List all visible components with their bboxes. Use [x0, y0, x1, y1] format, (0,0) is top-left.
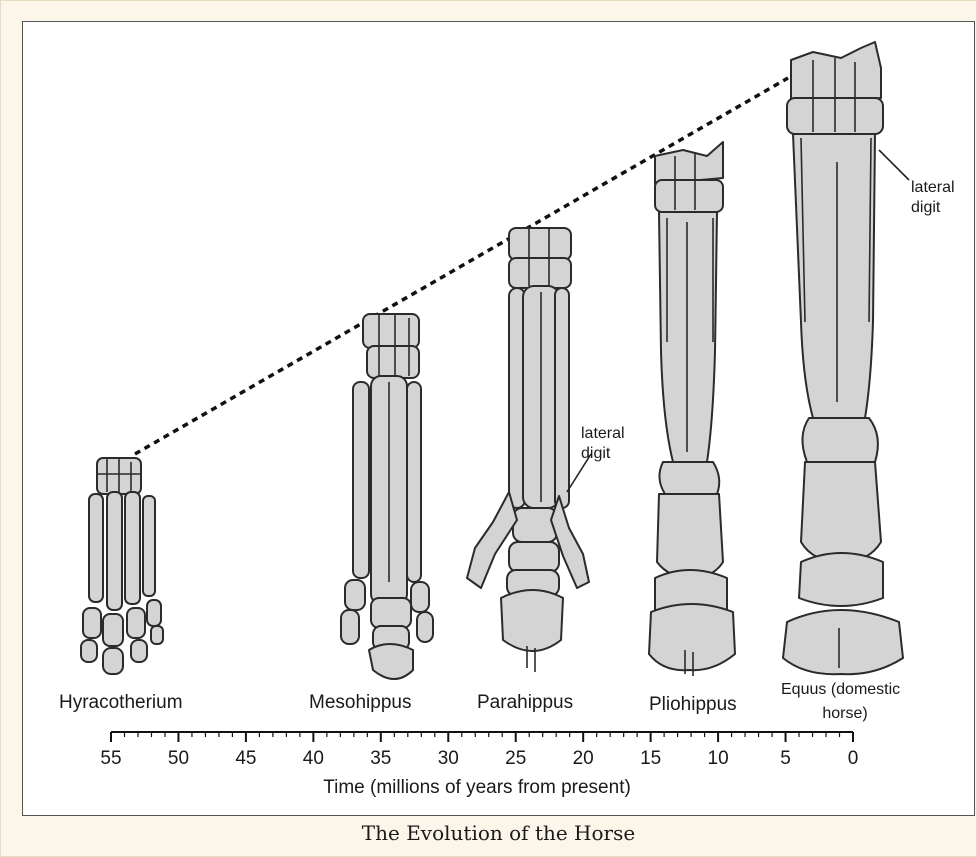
mesohippus-foot [341, 314, 433, 679]
timeline-axis: 5550454035302520151050 [100, 732, 858, 769]
parahippus-foot [467, 228, 589, 672]
species-label-mesohippus: Mesohippus [309, 692, 411, 713]
pliohippus-foot [649, 142, 735, 676]
hyracotherium-foot [81, 458, 163, 674]
timeline-tick-label: 55 [100, 748, 121, 769]
timeline-axis-label: Time (millions of years from present) [323, 777, 631, 798]
timeline-tick-label: 40 [303, 748, 324, 769]
timeline-tick-label: 25 [505, 748, 526, 769]
species-label-equus-line2: horse) [822, 705, 867, 722]
equus-foot [783, 42, 903, 674]
lateral-digit-label-2b: digit [911, 199, 941, 216]
horse-evolution-diagram: lateral digit lateral digit Hyracotheriu… [23, 22, 974, 815]
figure-caption: The Evolution of the Horse [22, 821, 975, 845]
timeline-tick-label: 10 [708, 748, 729, 769]
figure-image: lateral digit lateral digit Hyracotheriu… [22, 21, 975, 816]
lateral-digit-label-1: lateral [581, 425, 625, 442]
species-label-pliohippus: Pliohippus [649, 694, 737, 715]
timeline-tick-label: 20 [573, 748, 594, 769]
timeline-tick-label: 50 [168, 748, 189, 769]
lateral-digit-label-1b: digit [581, 445, 611, 462]
species-label-equus: Equus (domestic [781, 681, 900, 698]
lateral-digit-pointer-2 [879, 150, 909, 180]
timeline-tick-label: 0 [848, 748, 859, 769]
lateral-digit-label-2: lateral [911, 179, 955, 196]
timeline-tick-label: 15 [640, 748, 661, 769]
species-label-parahippus: Parahippus [477, 692, 573, 713]
timeline-tick-label: 5 [780, 748, 791, 769]
timeline-tick-label: 30 [438, 748, 459, 769]
species-label-hyracotherium: Hyracotherium [59, 692, 183, 713]
timeline-tick-label: 35 [370, 748, 391, 769]
timeline-tick-label: 45 [235, 748, 256, 769]
